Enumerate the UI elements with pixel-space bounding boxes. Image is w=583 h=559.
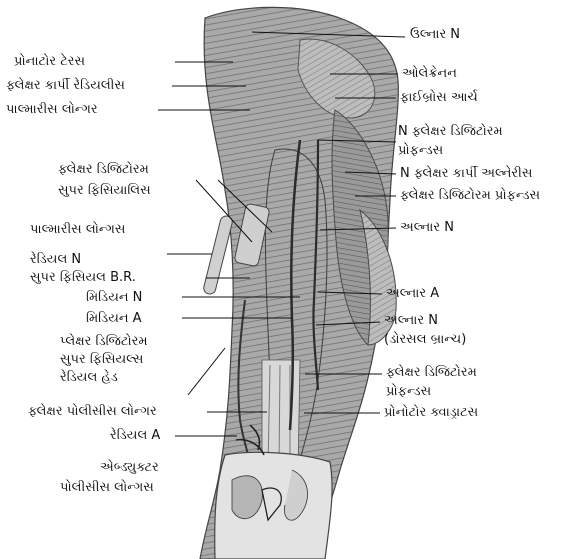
label-ulnar-nerve-top: ઉલ્નાર N: [410, 27, 460, 43]
label-ulnar-nerve-dorsal-line1: અલ્નાર N: [384, 313, 438, 329]
label-radial-nerve-line2: સુપર ફિસિયલ B.R.: [30, 270, 136, 286]
label-flexor-pollicis-longus: ફ્લેક્ષર પોલીસીસ લોન્ગર: [28, 404, 157, 420]
label-ulnar-nerve-mid: અલ્નાર N: [400, 220, 454, 236]
label-apl-line1: એબ્ડ્યુક્ટર: [100, 460, 159, 476]
label-median-artery: મિડિયન A: [86, 311, 142, 327]
label-fds-radial-line2: સુપર ફિસિયલ્સ: [60, 352, 143, 368]
label-fds-radial-line1: પ્લેક્ષર ડિજિટોરમ: [60, 334, 148, 350]
label-olecranon: ઓલેક્રેનન: [402, 66, 457, 82]
label-pronator-quadratus: પ્રોનોટોર ક્વાડ્રાટસ: [384, 405, 478, 421]
label-flexor-carpi-radialis: ફ્લેક્ષર કાર્પી રેડિયલીસ: [6, 78, 125, 94]
label-palmaris-longus-top: પાલ્મારીસ લોન્ગર: [6, 102, 98, 118]
label-nerve-fdp-line1: N ફ્લેક્ષર ડિજિટોરમ: [398, 124, 503, 140]
label-fds-radial-line3: રેડિયલ હેડ: [60, 370, 118, 386]
label-fibrous-arch: ફાઈબ્રોસ આર્ચ: [400, 90, 478, 106]
label-median-nerve: મિડિયન N: [86, 290, 142, 306]
label-fdp-right: ફ્લેક્ષર ડિજિટોરમ પ્રોફન્ડસ: [400, 188, 540, 204]
label-fds-line2: સુપર ફિસિયાલિસ: [58, 183, 151, 199]
label-fdp-lower-line1: ફ્લેક્ષર ડિજિટોરમ: [386, 365, 477, 381]
label-fds-line1: ફ્લેક્ષર ડિજિટોરમ: [58, 162, 149, 178]
label-palmaris-longus-mid: પાલ્મારીસ લોન્ગસ: [30, 222, 125, 238]
label-ulnar-artery: અલ્નાર A: [386, 286, 439, 302]
label-fdp-lower-line2: પ્રોફન્ડસ: [386, 384, 431, 400]
label-nerve-fdp-line2: પ્રોફન્ડસ: [398, 143, 443, 159]
label-ulnar-nerve-dorsal-line2: (ડોરસલ બ્રાન્ચ): [384, 332, 466, 348]
label-radial-nerve-line1: રેડિયલ N: [30, 252, 81, 268]
label-radial-artery: રેડિયલ A: [110, 428, 160, 444]
label-nerve-fcu: N ફ્લેક્ષર કાર્પી અલ્નેરીસ: [400, 166, 532, 182]
palmaris-longus-stump: [203, 215, 234, 296]
label-pronator-teres: પ્રોનાટોર ટેરસ: [14, 54, 85, 70]
label-apl-line2: પોલીસીસ લોન્ગસ: [60, 480, 154, 496]
